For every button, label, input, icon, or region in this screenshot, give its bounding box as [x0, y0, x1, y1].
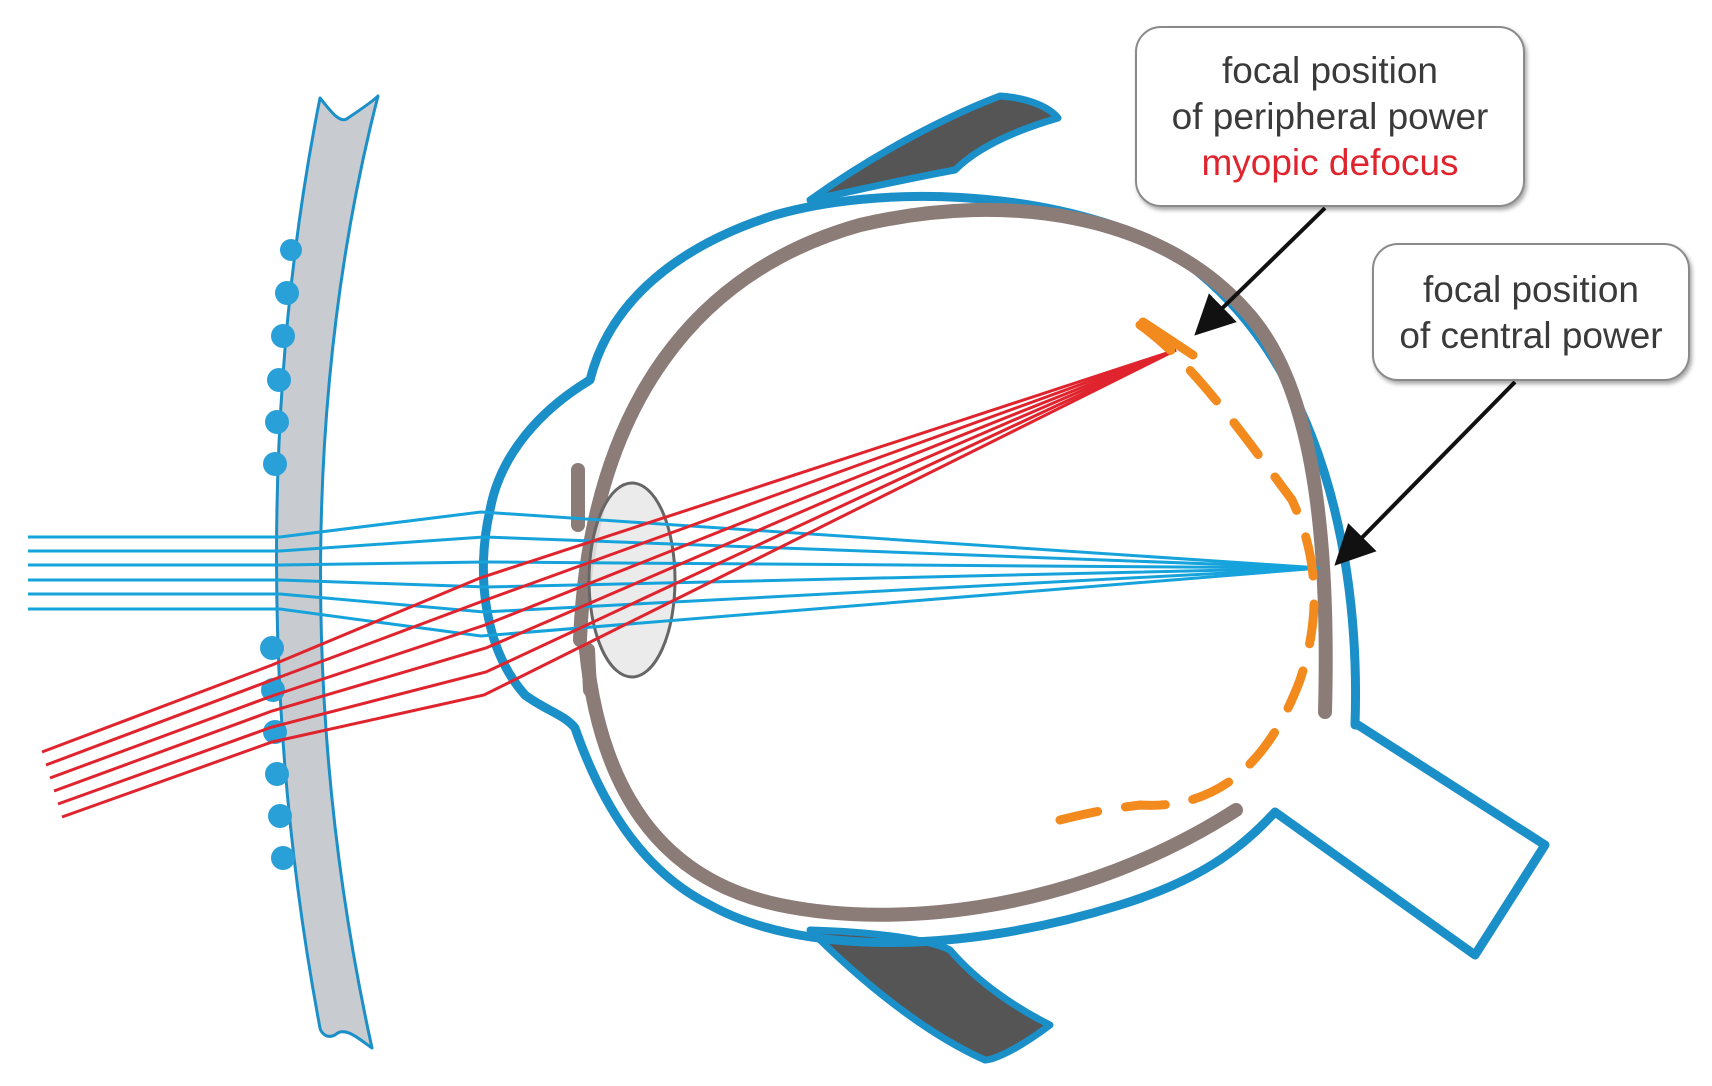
central-rays [28, 510, 1321, 638]
central-arrow [1334, 380, 1517, 566]
callout-peripheral-line2: of peripheral power [1171, 96, 1489, 137]
callout-central-line2: of central power [1399, 315, 1663, 356]
peripheral-rays [41, 348, 1177, 819]
retina-lower [579, 643, 1243, 922]
callout-peripheral-focus: focal position of peripheral power myopi… [1135, 26, 1525, 207]
upper-eyelid [806, 92, 1062, 204]
retina-upper [573, 202, 1333, 719]
iris-lower [581, 643, 597, 697]
focal-shell-top [1138, 317, 1198, 360]
lenslets [260, 239, 302, 870]
peripheral-arrow [1194, 206, 1327, 336]
lower-eyelid [806, 926, 1054, 1064]
spectacle-lens [275, 94, 380, 1050]
callout-central-focus: focal position of central power [1372, 243, 1690, 381]
crystalline-lens [587, 481, 677, 679]
callout-central-line1: focal position [1423, 269, 1639, 310]
callout-peripheral-myopic-defocus: myopic defocus [1201, 142, 1459, 183]
focal-shell [1055, 320, 1319, 825]
callout-peripheral-line1: focal position [1222, 50, 1438, 91]
